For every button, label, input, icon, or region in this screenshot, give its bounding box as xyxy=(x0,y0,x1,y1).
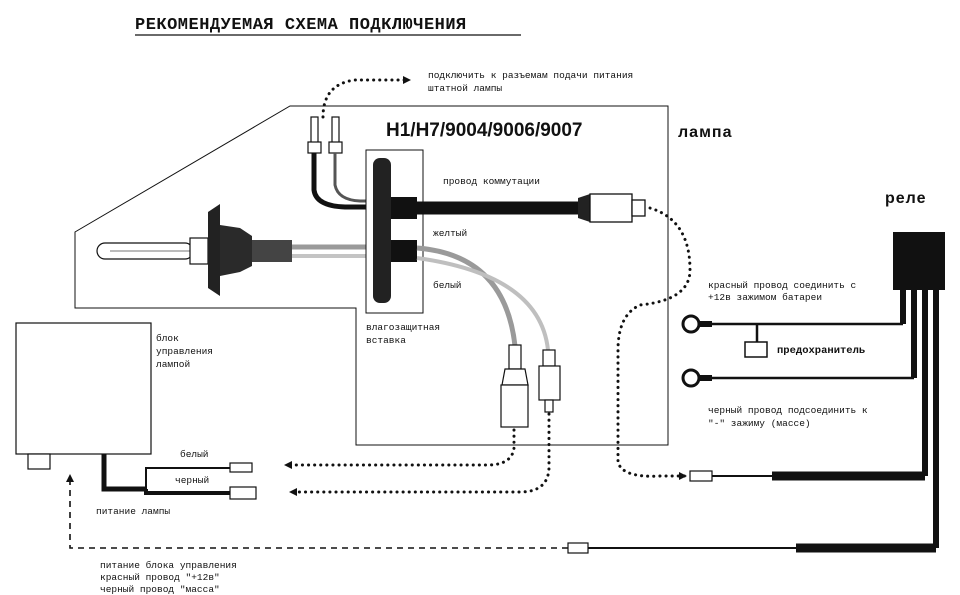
seal-insert xyxy=(365,149,424,314)
relay-wires xyxy=(900,290,939,548)
control-unit-label-line1: блок xyxy=(156,333,179,344)
relay-label: реле xyxy=(885,190,927,207)
unit-power-label-line3: черный провод "масса" xyxy=(100,584,220,595)
lamp-to-unit-dotted-1 xyxy=(283,428,516,469)
red-wire-label-line2: +12в зажимом батареи xyxy=(708,292,822,303)
unit-power-label-line2: красный провод "+12в" xyxy=(100,572,220,583)
red-wire-label-line1: красный провод соединить с xyxy=(708,280,857,291)
yellow-wire-label: желтый xyxy=(433,228,467,239)
relay-unit-connector xyxy=(567,542,589,554)
control-unit-label-line3: лампой xyxy=(156,359,190,370)
unit-black-label: черный xyxy=(175,475,209,486)
fuse-holder xyxy=(744,341,768,358)
black-wire-label-line2: "-" зажиму (массе) xyxy=(708,418,811,429)
lamp-to-unit-dotted-2 xyxy=(288,412,551,496)
hid-bulb xyxy=(96,204,292,296)
switch-wire-label: провод коммутации xyxy=(443,176,540,187)
switch-to-relay-dotted-line xyxy=(616,206,692,480)
diagram-title: РЕКОМЕНДУЕМАЯ СХЕМА ПОДКЛЮЧЕНИЯ xyxy=(135,16,467,35)
relay-switch-connector xyxy=(689,470,713,482)
control-unit-label-line2: управления xyxy=(156,346,213,357)
lamp-housing-outline xyxy=(74,105,669,446)
unit-output-cable xyxy=(101,454,146,492)
switch-wire-connector xyxy=(578,193,646,223)
unit-black-connector xyxy=(229,486,257,500)
unit-white-wire xyxy=(145,467,230,489)
lamp-models-label: H1/H7/9004/9006/9007 xyxy=(386,120,583,141)
stock-power-connectors xyxy=(307,116,380,210)
control-unit-power-socket xyxy=(27,453,51,470)
lamp-power-connectors xyxy=(500,344,561,428)
stock-power-dotted-line xyxy=(321,76,412,119)
seal-label-line1: влагозащитная xyxy=(366,322,440,333)
unit-white-label: белый xyxy=(180,449,209,460)
unit-white-connector xyxy=(229,462,253,473)
white-wire xyxy=(416,256,550,351)
stock-power-label-line2: штатной лампы xyxy=(428,83,502,94)
black-wire-label-line1: черный провод подсоединить к xyxy=(708,405,868,416)
unit-power-label-line1: питание блока управления xyxy=(100,560,237,571)
ground-ring-terminal xyxy=(681,368,701,388)
relay-body xyxy=(893,232,945,290)
white-lamp-wire-label: белый xyxy=(433,280,462,291)
battery-plus-ring-terminal xyxy=(681,314,701,334)
unit-power-dashed-line xyxy=(66,474,568,549)
lamp-power-label: питание лампы xyxy=(96,506,170,517)
unit-black-wire xyxy=(144,489,230,495)
control-unit-box xyxy=(15,322,152,455)
lamp-label: лампа xyxy=(678,124,732,141)
stock-power-label-line1: подключить к разъемам подачи питания xyxy=(428,70,633,81)
seal-label-line2: вставка xyxy=(366,335,406,346)
fuse-label: предохранитель xyxy=(777,345,865,357)
